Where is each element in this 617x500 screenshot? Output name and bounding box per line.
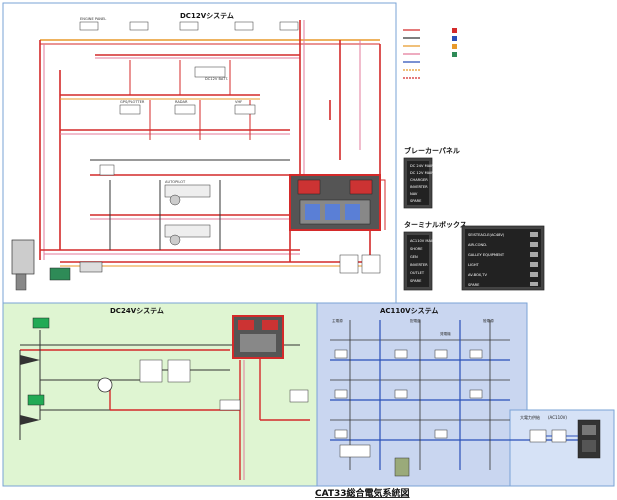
legend — [398, 22, 548, 130]
svg-text:GEN: GEN — [410, 255, 418, 259]
svg-text:LIGHT: LIGHT — [468, 263, 480, 267]
breaker-panel: DC 24V MAIN DC 12V MAIN CHARGER INVERTER… — [403, 157, 434, 209]
svg-text:GALLEY EQUIPMENT: GALLEY EQUIPMENT — [468, 253, 505, 257]
ac110v-region — [316, 302, 528, 487]
dc12v-labels: ENGINE PANEL DC12V BATT. GPS/PLOTTER RAD… — [80, 17, 242, 184]
svg-text:GPS/PLOTTER: GPS/PLOTTER — [120, 100, 145, 104]
svg-text:DC 24V MAIN: DC 24V MAIN — [410, 164, 434, 168]
svg-text:RADAR: RADAR — [175, 100, 188, 104]
ac110v-wiring — [330, 320, 590, 470]
dc12v-wiring — [39, 20, 386, 267]
breaker-panel-heading: ブレーカーパネル — [404, 146, 460, 155]
terminal-box-heading: ターミナルボックス — [404, 220, 467, 229]
svg-text:SEISTEACLE(AC48V): SEISTEACLE(AC48V) — [468, 233, 505, 237]
svg-text:DC12V BATT.: DC12V BATT. — [205, 77, 228, 81]
svg-text:CHARGER: CHARGER — [410, 178, 428, 182]
shore-power-subheading: (AC110V) — [548, 415, 567, 420]
svg-text:SPARE: SPARE — [410, 199, 422, 203]
dc12v-heading: DC12Vシステム — [180, 12, 234, 20]
dc12v-region — [2, 2, 397, 304]
svg-text:SHORE: SHORE — [410, 247, 423, 251]
ac110v-components: 主電源 配電盤 陸電源 発電機 — [332, 318, 494, 477]
ac110v-heading: AC110Vシステム — [380, 307, 438, 315]
svg-text:主電源: 主電源 — [332, 318, 343, 323]
svg-text:SPARE: SPARE — [410, 279, 422, 283]
svg-text:OUTLET: OUTLET — [410, 271, 425, 275]
svg-text:配電盤: 配電盤 — [410, 318, 421, 323]
svg-text:INVERTER: INVERTER — [410, 185, 428, 189]
svg-text:SPARE: SPARE — [468, 283, 480, 287]
main-distribution-panel — [289, 174, 381, 231]
svg-text:DC 12V MAIN: DC 12V MAIN — [410, 171, 434, 175]
dc24v-components — [20, 315, 309, 425]
svg-text:AC110V MAIN: AC110V MAIN — [410, 239, 435, 243]
shore-power-heading: 大電力供給 — [520, 414, 540, 420]
svg-text:ENGINE PANEL: ENGINE PANEL — [80, 17, 106, 21]
svg-text:VHF: VHF — [235, 100, 242, 104]
svg-text:発電機: 発電機 — [440, 331, 451, 336]
svg-text:AUTOPILOT: AUTOPILOT — [165, 180, 186, 184]
svg-text:AV-BOX,TV: AV-BOX,TV — [468, 273, 487, 277]
dc24v-heading: DC24Vシステム — [110, 307, 164, 315]
shore-power-components — [529, 419, 601, 459]
terminal-box: AC110V MAIN SHORE GEN INVERTER OUTLET SP… — [403, 225, 545, 291]
svg-text:NAV: NAV — [410, 192, 418, 196]
svg-text:INVERTER: INVERTER — [410, 263, 428, 267]
svg-text:陸電源: 陸電源 — [483, 318, 494, 323]
dc12v-components — [11, 21, 381, 291]
diagram-title: CAT33総合電気系統図 — [315, 487, 410, 499]
svg-text:AIR-COND.: AIR-COND. — [468, 243, 487, 247]
